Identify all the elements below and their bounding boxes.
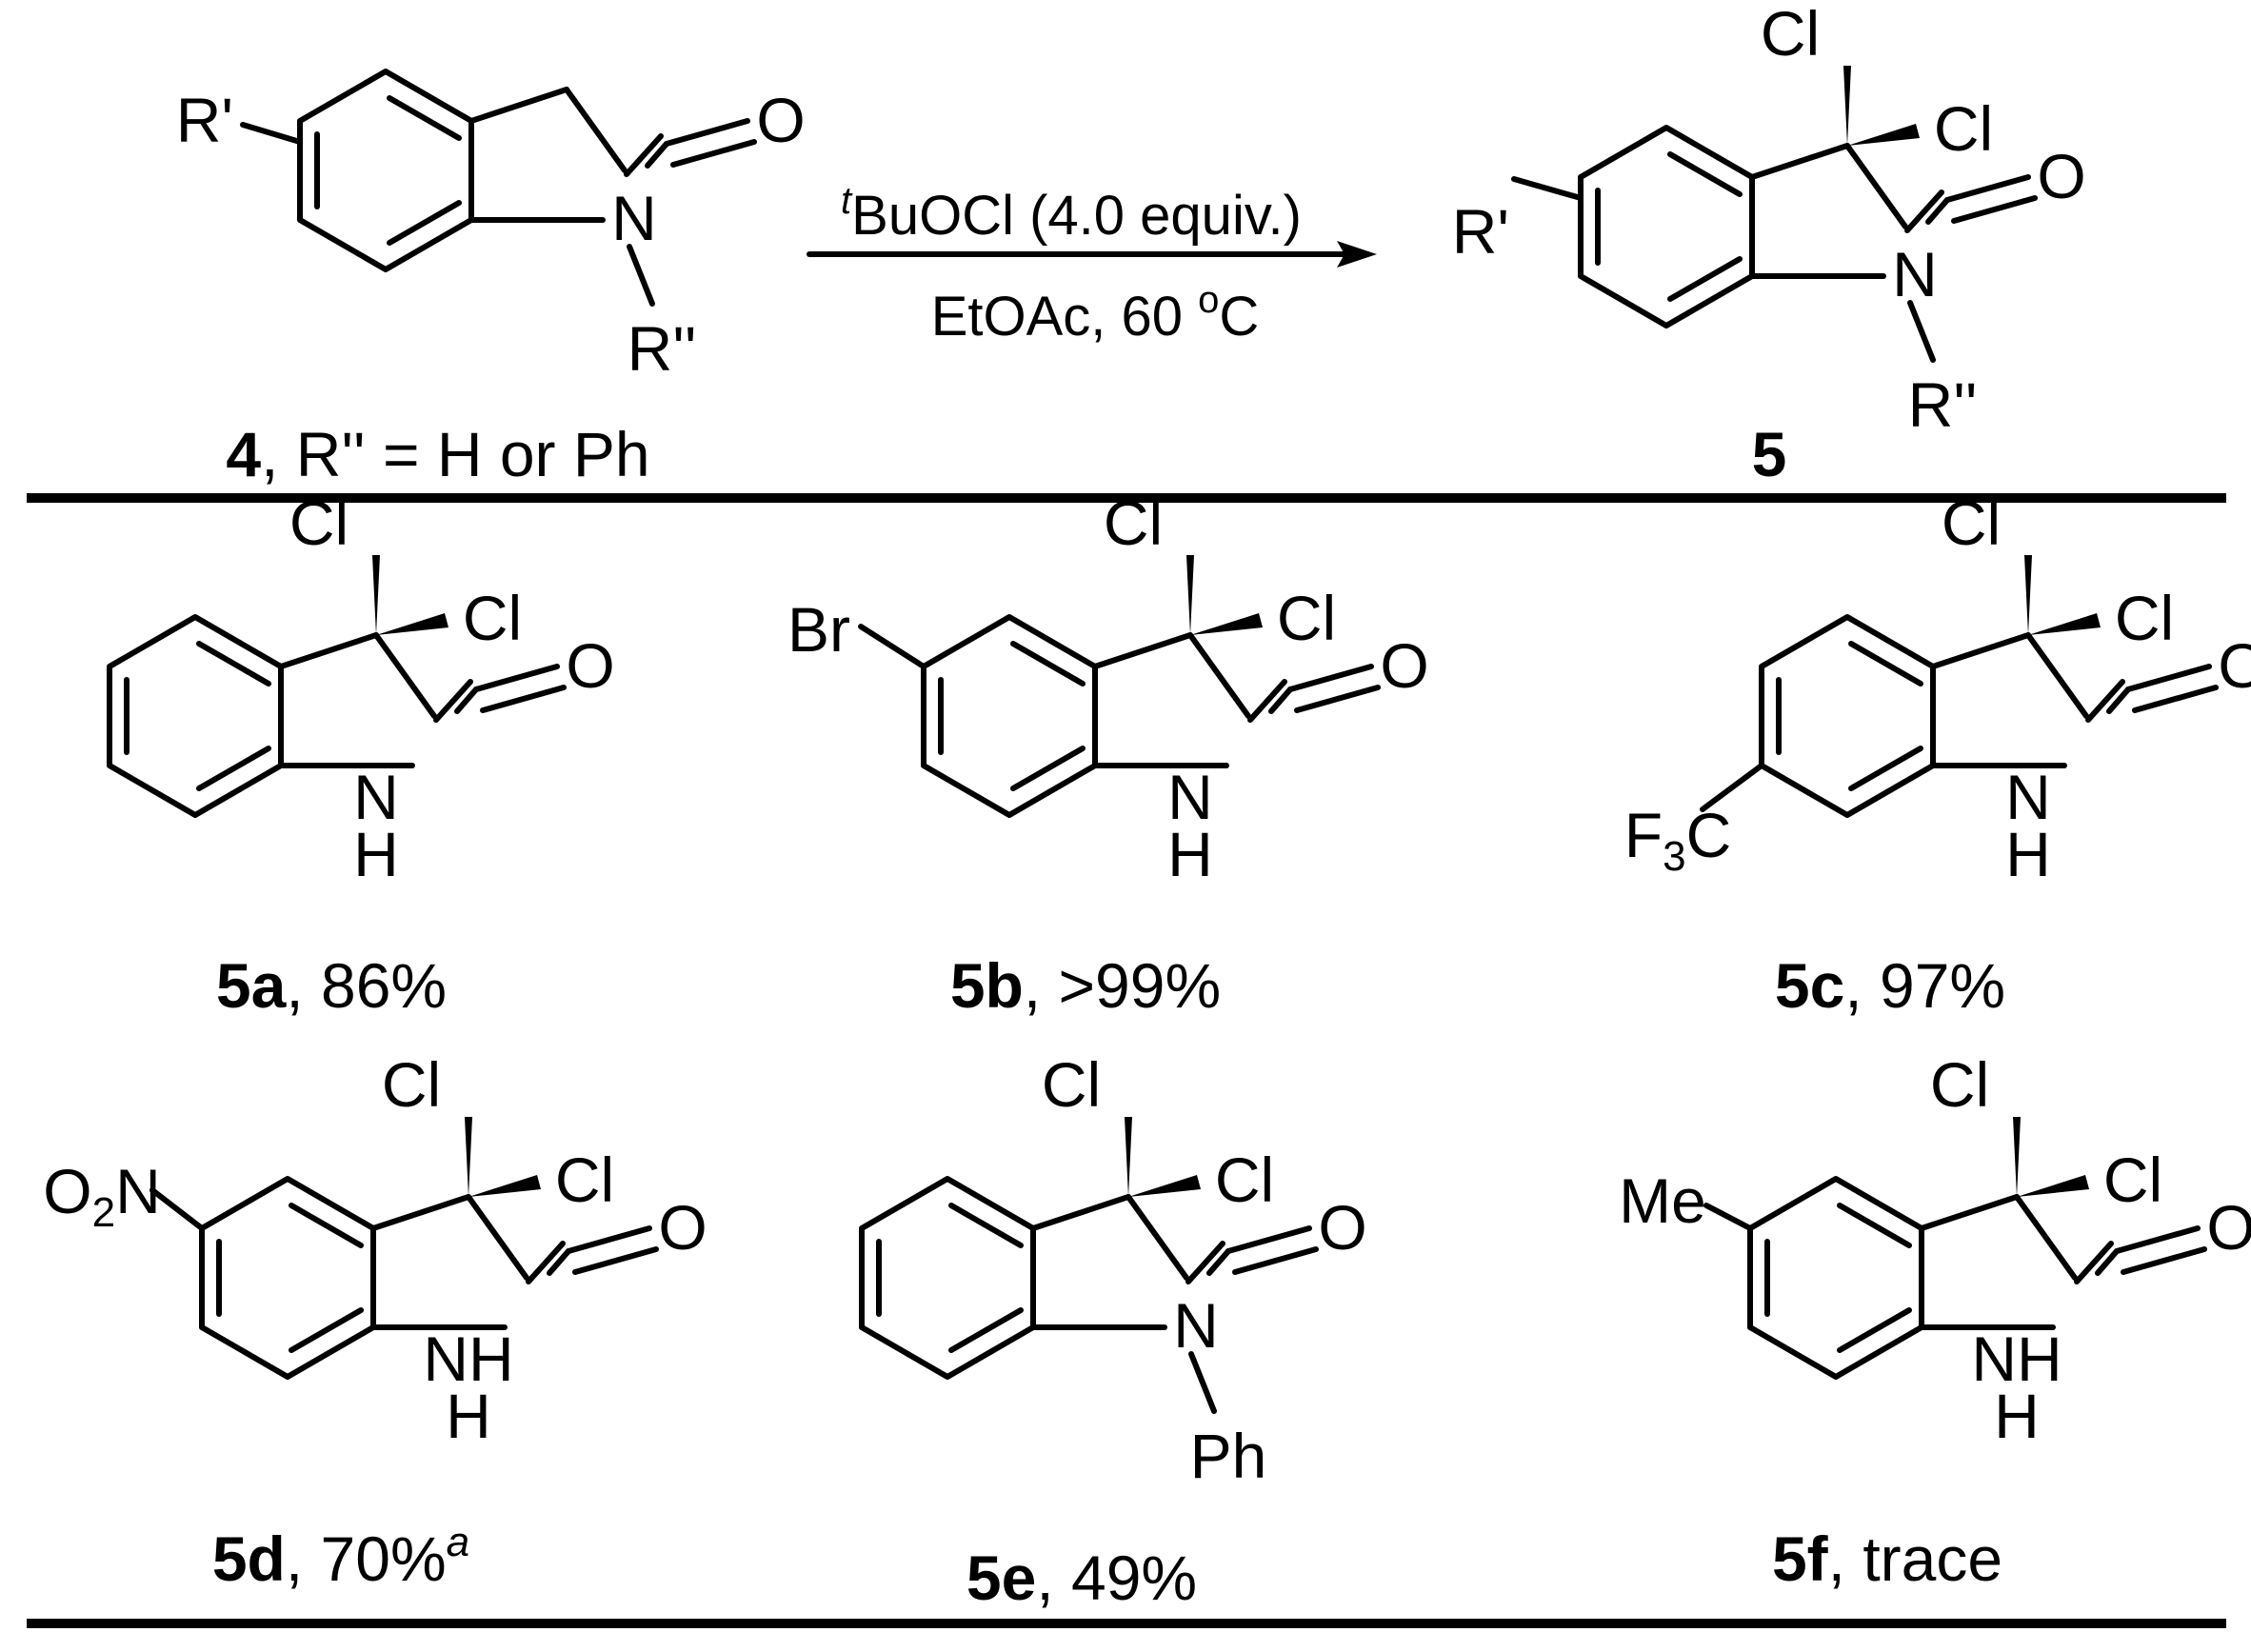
compound-5b-caption: 5b, >99% <box>950 950 1221 1021</box>
product-substituent-r1: R' <box>1452 196 1509 267</box>
5c-f3c-group: F3C <box>1624 800 1731 880</box>
compound-5f-caption: 5f, trace <box>1772 1523 2002 1594</box>
5b-nh-atom: N <box>1167 762 1213 832</box>
product-n-substituent: R'' <box>1908 369 1978 440</box>
5a-cl-atom-top: Cl <box>289 488 349 558</box>
product-caption: 5 <box>1752 419 1787 489</box>
compound-5d-caption: 5d, 70%a <box>212 1519 469 1594</box>
5d-o-atom: O <box>658 1192 707 1263</box>
compound-5a-caption: 5a, 86% <box>216 950 447 1021</box>
compound-5f: Me Cl Cl NH H O <box>1619 1049 2251 1451</box>
5d-h-atom: H <box>446 1381 491 1451</box>
5f-cl-atom-right: Cl <box>2103 1144 2162 1215</box>
compound-5e: Cl Cl N Ph O <box>862 1049 1367 1491</box>
reactant-caption: 4, R'' = H or Ph <box>226 419 649 489</box>
top-rule <box>27 493 2226 503</box>
5d-cl-atom-top: Cl <box>382 1049 441 1120</box>
5c-o-atom: O <box>2218 630 2251 701</box>
5e-cl-atom-right: Cl <box>1215 1144 1274 1215</box>
5e-o-atom: O <box>1318 1192 1366 1263</box>
reactant-4: R' N O R'' <box>176 71 806 384</box>
compound-5b: Br Cl Cl N H O <box>787 488 1429 889</box>
5a-nh-atom: N <box>353 762 399 832</box>
reactant-o-atom: O <box>756 85 805 155</box>
5a-h-atom: H <box>353 819 399 889</box>
product-5: R' Cl Cl N O R'' <box>1452 0 2086 440</box>
compound-5a: Cl Cl N H O <box>110 488 615 889</box>
reagent-label: tBuOCl (4.0 equiv.) <box>841 180 1302 247</box>
reaction-arrow <box>807 241 1377 268</box>
5f-o-atom: O <box>2206 1192 2251 1263</box>
product-n-atom: N <box>1892 239 1938 309</box>
5c-cl-atom-top: Cl <box>1942 488 2001 558</box>
reactant-n-atom: N <box>611 183 657 253</box>
5c-nh-atom: N <box>2005 762 2051 832</box>
5a-cl-atom-right: Cl <box>463 583 522 653</box>
5b-cl-atom-top: Cl <box>1104 488 1163 558</box>
5c-h-atom: H <box>2005 819 2051 889</box>
product-cl-atom-top: Cl <box>1761 0 1820 69</box>
5b-h-atom: H <box>1167 819 1213 889</box>
5f-nh-atom: NH <box>1971 1324 2062 1394</box>
compound-5c: F3C Cl Cl N H O <box>1624 488 2251 889</box>
reactant-substituent-r1: R' <box>176 85 233 155</box>
5f-h-atom: H <box>1994 1381 2040 1451</box>
5d-cl-atom-right: Cl <box>555 1144 614 1215</box>
reactant-n-substituent: R'' <box>627 313 697 384</box>
5f-cl-atom-top: Cl <box>1930 1049 1989 1120</box>
5c-cl-atom-right: Cl <box>2115 583 2174 653</box>
compound-5c-caption: 5c, 97% <box>1775 950 2005 1021</box>
product-cl-atom-right: Cl <box>1934 93 1993 164</box>
compound-5e-caption: 5e, 49% <box>966 1543 1197 1613</box>
5a-o-atom: O <box>566 630 614 701</box>
product-o-atom: O <box>2037 141 2085 211</box>
compound-5d: O2N Cl Cl NH H O <box>43 1049 707 1451</box>
5b-o-atom: O <box>1380 630 1428 701</box>
5b-cl-atom-right: Cl <box>1277 583 1336 653</box>
bottom-rule <box>27 1619 2226 1628</box>
conditions-label: EtOAc, 60 oC <box>931 279 1260 348</box>
5e-n-atom: N <box>1173 1290 1219 1361</box>
5d-nh-atom: NH <box>423 1324 513 1394</box>
5e-cl-atom-top: Cl <box>1042 1049 1101 1120</box>
5b-br-atom: Br <box>787 594 850 665</box>
5d-o2n-group: O2N <box>43 1156 161 1236</box>
5e-ph-group: Ph <box>1190 1421 1267 1491</box>
5f-me-group: Me <box>1619 1165 1706 1236</box>
